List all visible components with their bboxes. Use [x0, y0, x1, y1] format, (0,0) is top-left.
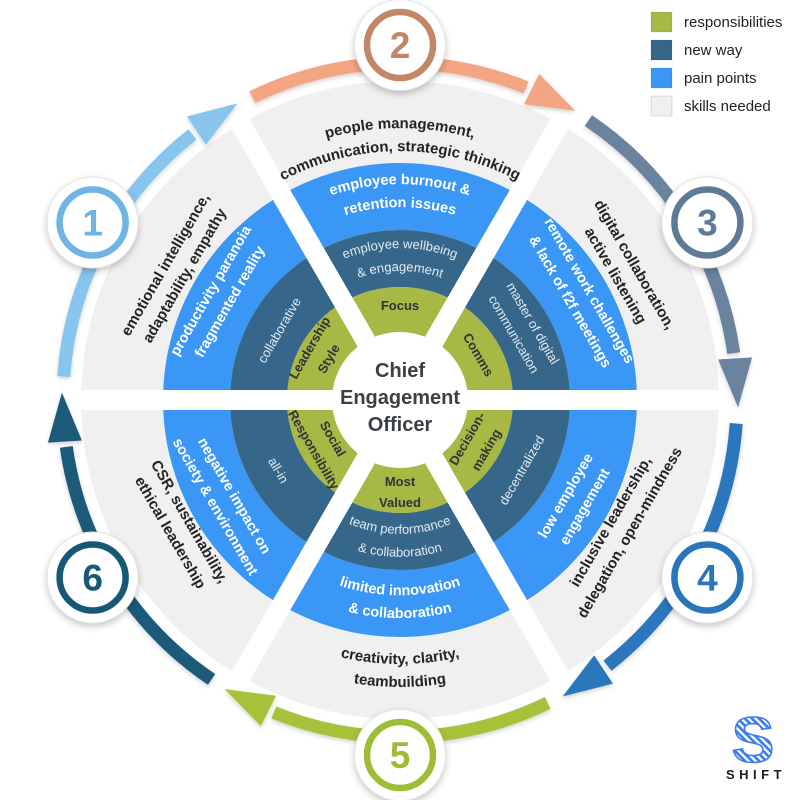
- badge-ring: [56, 541, 129, 614]
- badge-ring: [671, 186, 744, 259]
- new-way-label: & collaboration: [357, 539, 444, 559]
- shift-logo: S SHIFT: [726, 703, 786, 782]
- legend-swatch-responsibilities: [650, 11, 673, 33]
- center-title-line: Engagement: [340, 387, 460, 409]
- badge-number: 1: [82, 203, 103, 244]
- arrowhead-segment-3: [718, 357, 753, 408]
- badge-6: 6: [46, 531, 139, 624]
- center-title-line: Chief: [375, 360, 425, 382]
- legend-label: skills needed: [684, 98, 771, 115]
- legend-swatch-new-way: [650, 39, 673, 61]
- center-title: Chief Engagement Officer: [340, 360, 460, 436]
- svg-text:& collaboration: & collaboration: [357, 539, 444, 559]
- badge-number: 4: [697, 558, 718, 599]
- badge-5: 5: [354, 709, 446, 800]
- legend-label: responsibilities: [684, 14, 782, 31]
- pain-point-label: retention issues: [342, 195, 458, 219]
- arrowhead-segment-2: [523, 73, 576, 111]
- badge-2: 2: [354, 0, 446, 91]
- badge-ring: [363, 8, 437, 82]
- badge-ring: [56, 186, 129, 259]
- svg-text:teambuilding: teambuilding: [353, 670, 447, 691]
- legend-swatch-pain-points: [650, 67, 673, 89]
- badge-ring: [671, 541, 744, 614]
- responsibility-label: Most: [385, 474, 416, 489]
- badge-3: 3: [661, 176, 754, 269]
- arrowhead-segment-5: [224, 689, 277, 727]
- badge-1: 1: [46, 176, 139, 269]
- legend-label: new way: [684, 42, 743, 59]
- skills-label: teambuilding: [353, 670, 447, 691]
- skills-label: creativity, clarity,: [339, 644, 460, 668]
- responsibility-label: Focus: [381, 298, 419, 313]
- badge-number: 2: [390, 25, 411, 66]
- arrowhead-segment-6: [47, 392, 82, 443]
- badge-4: 4: [661, 531, 754, 624]
- center-circle: [334, 334, 466, 466]
- arrowhead-segment-4: [562, 655, 613, 697]
- pain-point-label: & collaboration: [347, 600, 453, 622]
- badge-number: 6: [82, 558, 103, 599]
- legend: responsibilities new way pain points ski…: [650, 11, 782, 117]
- arrowhead-segment-1: [187, 103, 238, 145]
- badge-ring: [363, 718, 437, 792]
- center-title-line: Officer: [368, 414, 433, 436]
- svg-text:creativity, clarity,: creativity, clarity,: [339, 644, 460, 668]
- badge-number: 5: [390, 735, 411, 776]
- svg-text:& collaboration: & collaboration: [347, 600, 453, 622]
- new-way-label: & engagement: [355, 259, 446, 281]
- svg-text:& engagement: & engagement: [355, 259, 446, 281]
- badge-number: 3: [697, 203, 718, 244]
- legend-label: pain points: [684, 70, 757, 87]
- svg-text:retention issues: retention issues: [342, 195, 458, 219]
- responsibility-label: Valued: [379, 495, 421, 510]
- legend-swatch-skills-needed: [650, 95, 673, 117]
- logo-s-icon: S: [732, 704, 775, 776]
- logo-text: SHIFT: [726, 767, 786, 782]
